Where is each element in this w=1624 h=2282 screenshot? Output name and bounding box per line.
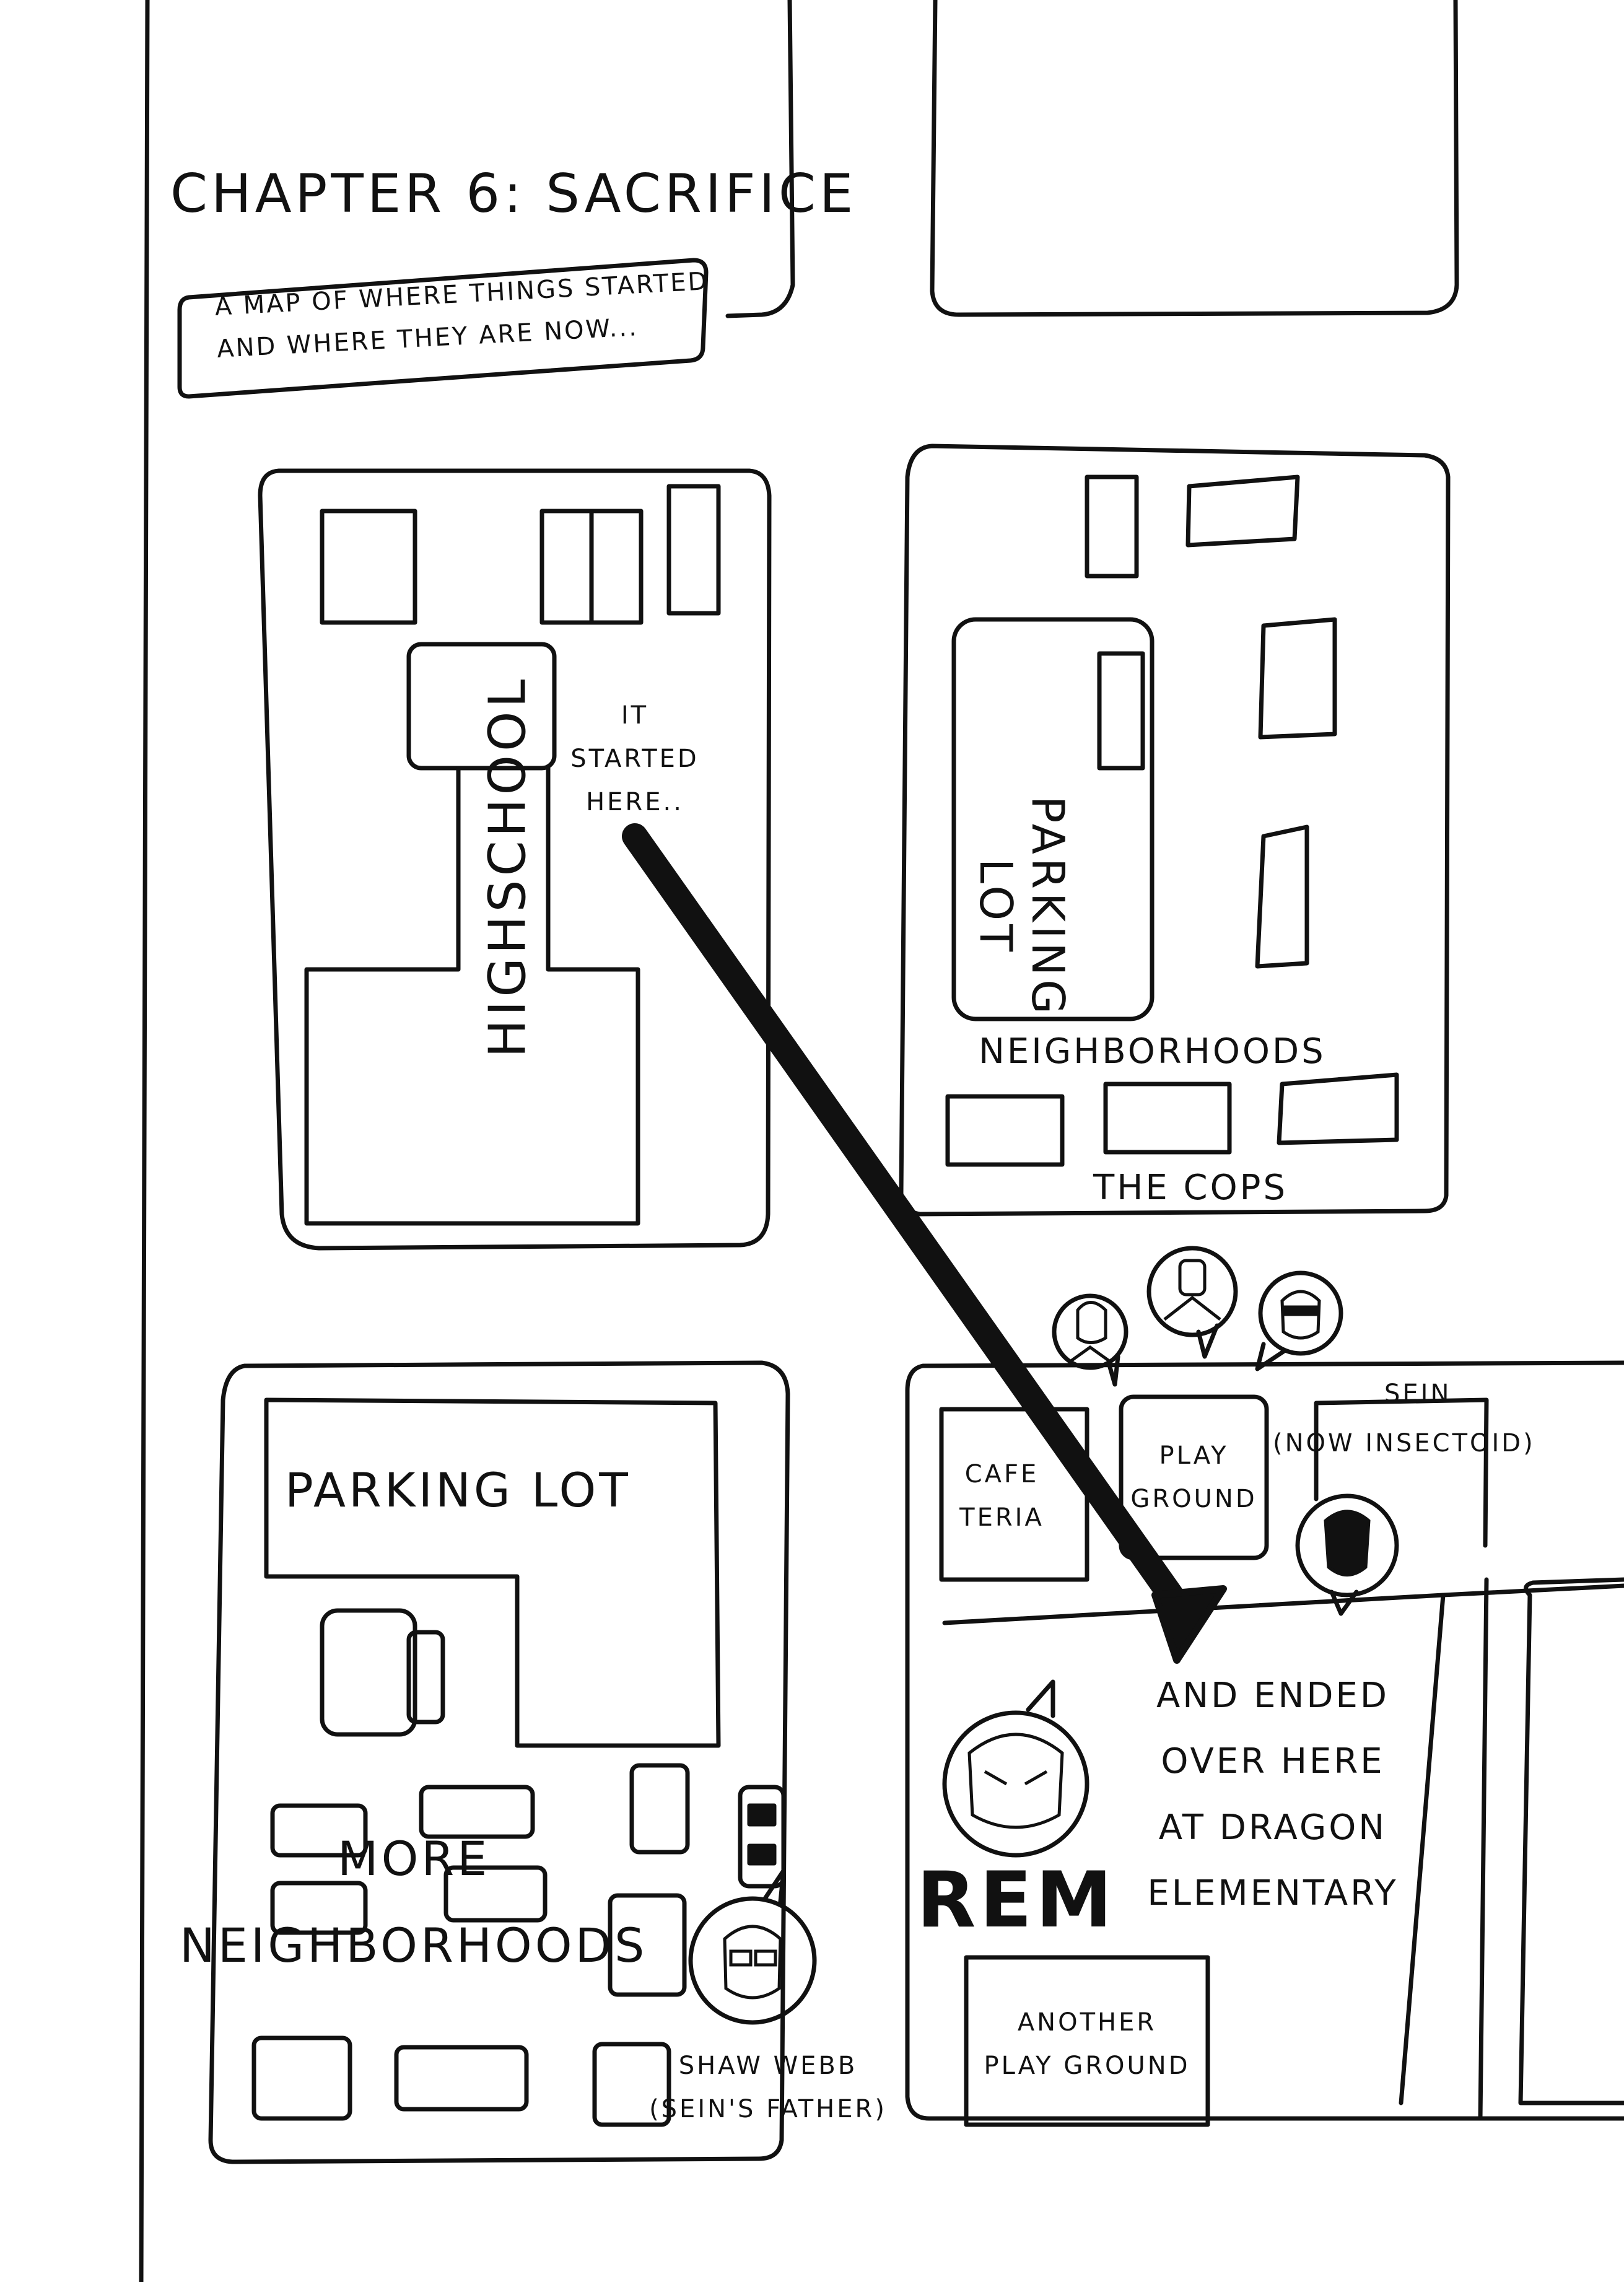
insect-mask-icon — [1295, 1493, 1399, 1598]
small-car — [738, 1785, 786, 1889]
hs-building-c — [666, 484, 721, 616]
bottom-left-block — [208, 1360, 790, 2164]
parking-lot-top-block — [899, 444, 1451, 1217]
start-note-line-1: IT — [621, 701, 649, 730]
playground-label: PLAY GROUND — [1121, 1434, 1267, 1521]
pl-building-b — [1097, 651, 1145, 771]
pl-building-a — [1085, 474, 1139, 579]
sein-status-label: (NOW INSECTOID) — [1273, 1429, 1535, 1458]
more-neighborhoods-label: NEIGHBORHOODS — [180, 1918, 648, 1973]
end-note: AND ENDED OVER HERE AT DRAGON ELEMENTARY — [1127, 1663, 1418, 1927]
caption-box — [177, 258, 709, 399]
bottom-right-block — [905, 1360, 1624, 2121]
start-note-line-2: STARTED — [570, 745, 699, 773]
top-left-panel — [725, 0, 795, 318]
another-playground-line-1: ANOTHER — [1017, 2008, 1157, 2037]
more-label: MORE — [338, 1831, 491, 1886]
another-playground-label: ANOTHER PLAY GROUND — [966, 2001, 1208, 2087]
end-note-line-1: AND ENDED — [1156, 1676, 1390, 1716]
car-a — [320, 1608, 417, 1737]
end-note-line-3: AT DRAGON — [1158, 1807, 1387, 1848]
neighborhoods-label: NEIGHBORHOODS — [979, 1031, 1326, 1072]
dragon-face-icon — [942, 1710, 1089, 1858]
sein-name-label: SEIN — [1384, 1379, 1452, 1408]
playground-line-2: GROUND — [1130, 1485, 1257, 1513]
hs-building-a — [320, 509, 417, 625]
another-playground-building — [964, 1955, 1210, 2127]
neighborhood-house-1 — [945, 1094, 1065, 1167]
sein-building — [1314, 1397, 1489, 1548]
parking-lot-bottom-label: PARKING LOT — [285, 1462, 631, 1518]
person-portrait-icon — [1052, 1293, 1129, 1370]
playground-line-1: PLAY — [1159, 1441, 1229, 1470]
another-playground-line-2: PLAY GROUND — [984, 2052, 1190, 2080]
cafeteria-line-2: TERIA — [959, 1503, 1044, 1532]
cafeteria-line-1: CAFE — [964, 1460, 1039, 1489]
chapter-title: CHAPTER 6: SACRIFICE — [170, 163, 857, 225]
arrow-icon — [622, 823, 1227, 1664]
end-note-line-2: OVER HERE — [1161, 1741, 1385, 1782]
start-note-line-3: HERE.. — [586, 788, 684, 816]
road-top — [942, 1583, 1624, 1625]
start-note: IT STARTED HERE.. — [561, 694, 709, 824]
highschool-building — [304, 766, 640, 1226]
road-vertical — [1399, 1593, 1446, 2105]
the-cops-label: THE COPS — [1093, 1168, 1288, 1208]
parking-lot-top — [951, 617, 1155, 1021]
parking-lot-top-label: PARKING LOT — [970, 795, 1074, 1018]
parking-lot-bottom — [264, 1397, 721, 1748]
playground-building — [1119, 1394, 1269, 1560]
cafeteria-label: CAFE TERIA — [941, 1453, 1062, 1539]
hs-annex — [406, 642, 557, 771]
highschool-label: HIGHSCHOOL — [478, 675, 538, 1058]
highschool-block — [258, 468, 772, 1251]
cop-helmet-icon — [1146, 1246, 1238, 1337]
shaw-name: SHAW WEBB — [678, 2052, 858, 2080]
neighborhood-house-2 — [1103, 1082, 1232, 1155]
shaw-relation: (SEIN'S FATHER) — [649, 2095, 887, 2123]
top-right-panel — [930, 0, 1459, 317]
end-note-line-4: ELEMENTARY — [1147, 1873, 1399, 1914]
glasses-man-icon — [688, 1896, 817, 2025]
shaw-webb-caption: SHAW WEBB (SEIN'S FATHER) — [635, 2044, 901, 2131]
rem-label: REM — [917, 1856, 1116, 1945]
cop-sunglasses-icon — [1258, 1270, 1343, 1356]
page-border-line — [139, 0, 150, 2282]
